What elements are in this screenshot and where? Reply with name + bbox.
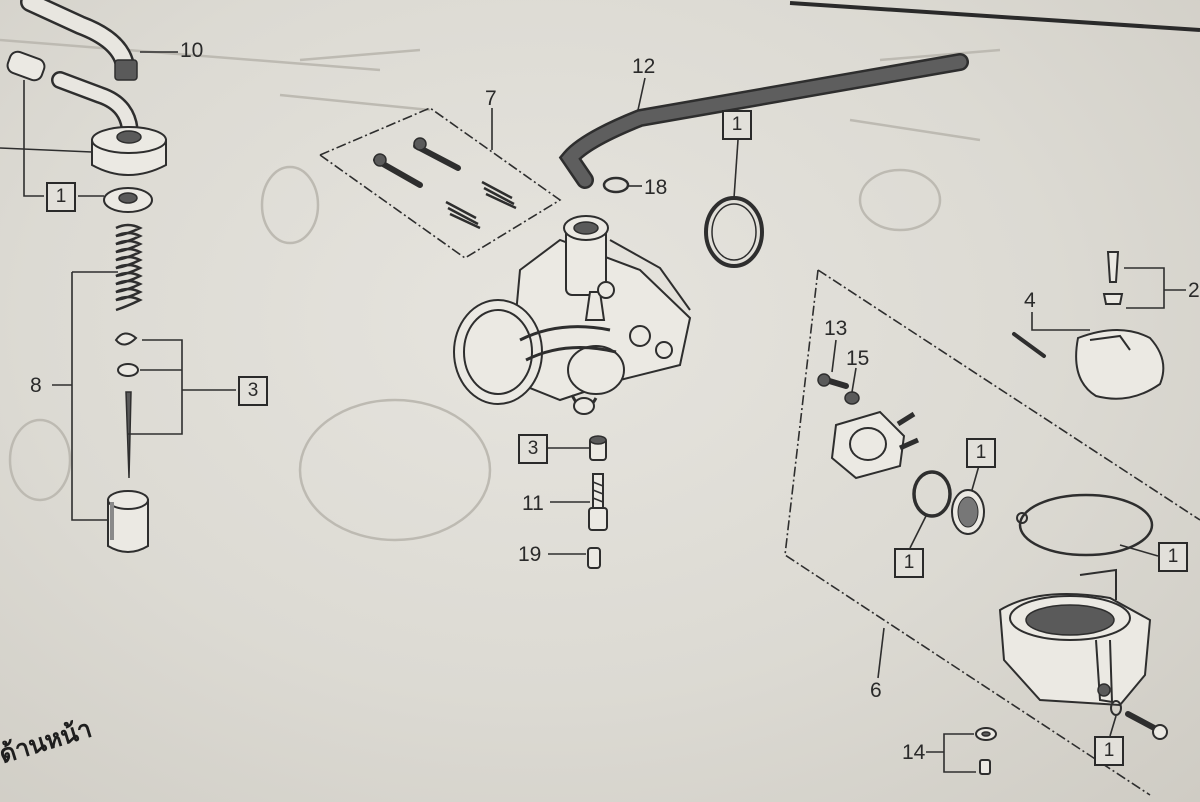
- part-o-ring-top: [704, 196, 764, 268]
- boxed-ref-left-3: 3: [238, 376, 268, 406]
- page-border-rule: [789, 1, 1200, 32]
- part-19-screw: [587, 547, 601, 569]
- leader-14: [926, 733, 976, 773]
- leader-left-1-a: [23, 80, 44, 197]
- leader-13: [831, 339, 837, 373]
- callout-19: 19: [518, 543, 542, 566]
- boxed-ref-right-1a: 1: [966, 438, 996, 468]
- callout-15: 15: [846, 347, 870, 370]
- callout-10: 10: [180, 39, 204, 62]
- boxed-ref-right-1c: 1: [1158, 542, 1188, 572]
- part-jet-needle: [125, 391, 132, 479]
- part-spring: [115, 223, 143, 312]
- callout-4: 4: [1024, 289, 1036, 312]
- callout-8: 8: [30, 374, 42, 397]
- background-ghost-print: [0, 38, 1001, 542]
- leader-left-3-bracket: [128, 339, 183, 435]
- part-throttle-valve: [107, 490, 149, 553]
- callout-6: 6: [870, 679, 882, 702]
- boxed-ref-right-1d: 1: [1094, 736, 1124, 766]
- leader-8-bracket: [71, 272, 108, 521]
- boxed-ref-left-1: 1: [46, 182, 76, 212]
- part-14-screw-washer: [975, 727, 997, 775]
- part-11-main-jet: [588, 473, 608, 531]
- part-7-screw-kit: [318, 107, 562, 259]
- part-18-hose-clip: [602, 176, 630, 194]
- callout-2: 2: [1188, 279, 1200, 302]
- boxed-ref-right-1b: 1: [894, 548, 924, 578]
- leader-right-1c: [1119, 544, 1159, 557]
- callout-11: 11: [522, 492, 544, 515]
- callout-12: 12: [632, 55, 656, 78]
- leader-12: [637, 77, 646, 111]
- part-center-pilot-jet: [589, 435, 607, 461]
- leader-2-bracket: [1124, 267, 1165, 309]
- part-6-float-chamber-group: [784, 269, 1200, 796]
- leader-15: [851, 367, 857, 393]
- callout-13: 13: [824, 317, 848, 340]
- leader-4: [1031, 312, 1090, 331]
- part-10-fuel-pipe: [20, 0, 138, 81]
- leader-cap: [0, 147, 93, 153]
- part-float: [1012, 329, 1165, 400]
- callout-7: 7: [485, 87, 497, 110]
- callout-18: 18: [644, 176, 668, 199]
- leader-top-1: [733, 139, 739, 199]
- part-carburetor-body: [453, 215, 692, 415]
- part-joint-cap: [6, 50, 167, 176]
- boxed-ref-center-3: 3: [518, 434, 548, 464]
- part-clip: [114, 332, 139, 377]
- leader-right-1d: [1109, 715, 1117, 737]
- part-2-float-valve: [1102, 251, 1124, 305]
- callout-14: 14: [902, 741, 926, 764]
- boxed-ref-top-1: 1: [722, 110, 752, 140]
- leader-right-1b: [909, 515, 927, 549]
- part-washer: [103, 187, 153, 213]
- leader-6: [877, 627, 885, 679]
- part-12-overflow-hose: [558, 53, 969, 189]
